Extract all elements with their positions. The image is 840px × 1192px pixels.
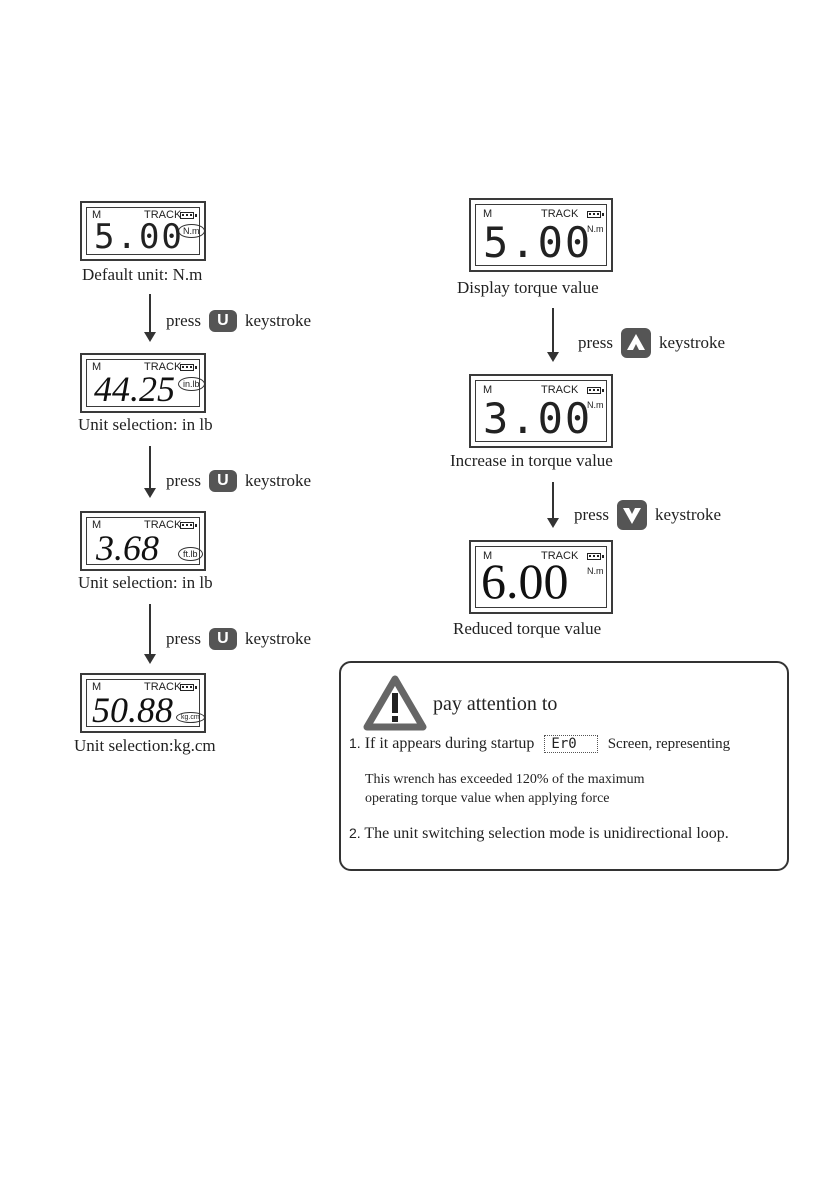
u-key-icon: U — [208, 310, 237, 332]
lcd-track-label: TRACK — [541, 550, 579, 562]
battery-icon — [587, 211, 604, 218]
lcd-track-label: TRACK — [144, 519, 182, 531]
press-label: press — [578, 333, 613, 352]
lcd-value: 50.88 — [92, 690, 173, 730]
caption-default-unit: Default unit: N.m — [82, 265, 203, 284]
notice-item-2-text: The unit switching selection mode is uni… — [364, 825, 729, 842]
up-arrow-key-icon — [620, 328, 651, 358]
battery-icon — [180, 212, 197, 219]
keystroke-label: keystroke — [658, 333, 726, 352]
flow-arrow — [144, 446, 156, 498]
press-up-step: press keystroke — [578, 328, 725, 358]
lcd-unit: N.m — [587, 566, 604, 576]
u-key-icon: U — [208, 470, 237, 492]
attention-notice-box: pay attention to 1. If it appears during… — [339, 661, 789, 871]
notice-item-1-detail-2: operating torque value when applying for… — [365, 791, 610, 806]
lcd-track-label: TRACK — [541, 384, 579, 396]
press-u-step-2: press U keystroke — [166, 470, 311, 492]
lcd-reduced-torque: M TRACK N.m 6.00 — [469, 540, 613, 614]
notice-item-1: 1. If it appears during startup Er0 Scre… — [349, 735, 730, 753]
keystroke-label: keystroke — [654, 505, 722, 524]
notice-item-1-text: If it appears during startup — [364, 735, 535, 752]
lcd-value: 44.25 — [94, 369, 175, 409]
lcd-value: 5.00 — [94, 217, 184, 257]
notice-item-1-after: Screen, representing — [607, 736, 731, 752]
error-code-display: Er0 — [544, 735, 598, 753]
lcd-value: 5.00 — [483, 218, 593, 267]
lcd-value: 3.00 — [483, 394, 593, 443]
lcd-mode-label: M — [483, 384, 493, 396]
lcd-value: 6.00 — [481, 553, 569, 609]
lcd-mode-label: M — [483, 550, 493, 562]
flow-arrow — [144, 294, 156, 342]
lcd-mode-label: M — [92, 361, 102, 373]
press-label: press — [166, 311, 201, 330]
lcd-unit: N.m — [587, 400, 604, 410]
press-u-step-3: press U keystroke — [166, 628, 311, 650]
notice-item-1-number: 1. — [349, 735, 361, 751]
lcd-unit: kg.cm — [176, 712, 205, 723]
lcd-display-ftlb: M TRACK ft.lb 3.68 — [80, 511, 206, 571]
flow-arrow — [144, 604, 156, 664]
lcd-display-inlb: M TRACK in.lb 44.25 — [80, 353, 206, 413]
lcd-unit: ft.lb — [178, 547, 203, 561]
keystroke-label: keystroke — [244, 471, 312, 490]
flow-arrow — [547, 482, 559, 528]
lcd-display-default-unit: M TRACK N.m 5.00 — [80, 201, 206, 261]
down-arrow-key-icon — [616, 500, 647, 530]
u-key-icon: U — [208, 628, 237, 650]
lcd-display-torque: M TRACK N.m 5.00 — [469, 198, 613, 272]
battery-icon — [587, 553, 604, 560]
lcd-mode-label: M — [92, 681, 102, 693]
press-label: press — [166, 471, 201, 490]
notice-item-2-number: 2. — [349, 825, 361, 841]
lcd-unit: N.m — [587, 224, 604, 234]
lcd-track-label: TRACK — [144, 361, 182, 373]
lcd-track-label: TRACK — [144, 209, 182, 221]
notice-title: pay attention to — [433, 693, 558, 715]
lcd-value: 3.68 — [96, 528, 159, 568]
lcd-track-label: TRACK — [541, 208, 579, 220]
caption-ftlb: Unit selection: in lb — [78, 573, 213, 592]
battery-icon — [180, 522, 197, 529]
lcd-unit: N.m — [178, 224, 205, 238]
press-u-step-1: press U keystroke — [166, 310, 311, 332]
caption-display-torque: Display torque value — [457, 278, 599, 297]
lcd-display-kgcm: M TRACK kg.cm 50.88 — [80, 673, 206, 733]
battery-icon — [180, 364, 197, 371]
caption-increase-torque: Increase in torque value — [450, 451, 613, 470]
notice-item-1-detail-1: This wrench has exceeded 120% of the max… — [365, 772, 645, 787]
lcd-mode-label: M — [483, 208, 493, 220]
keystroke-label: keystroke — [244, 629, 312, 648]
lcd-track-label: TRACK — [144, 681, 182, 693]
battery-icon — [180, 684, 197, 691]
caption-kgcm: Unit selection:kg.cm — [74, 736, 216, 755]
keystroke-label: keystroke — [244, 311, 312, 330]
lcd-mode-label: M — [92, 519, 102, 531]
flow-arrow — [547, 308, 559, 362]
press-down-step: press keystroke — [574, 500, 721, 530]
battery-icon — [587, 387, 604, 394]
caption-reduced-torque: Reduced torque value — [453, 619, 602, 638]
lcd-unit: in.lb — [178, 377, 205, 391]
press-label: press — [574, 505, 609, 524]
lcd-increase-torque: M TRACK N.m 3.00 — [469, 374, 613, 448]
warning-triangle-icon — [363, 675, 427, 731]
press-label: press — [166, 629, 201, 648]
caption-inlb: Unit selection: in lb — [78, 415, 213, 434]
lcd-mode-label: M — [92, 209, 102, 221]
notice-item-2: 2. The unit switching selection mode is … — [349, 825, 729, 843]
